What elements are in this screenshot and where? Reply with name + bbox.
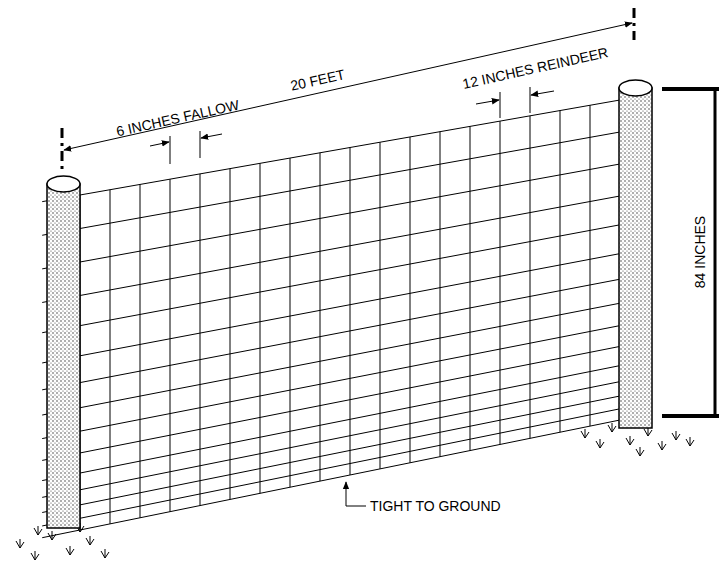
- grass-tuft: [66, 546, 74, 555]
- fallow-spacing-arrows: [150, 131, 222, 164]
- grass-tuft: [31, 551, 39, 560]
- horizontal-wire: [42, 342, 642, 460]
- grass-tuft: [596, 439, 604, 448]
- horizontal-wire: [42, 391, 642, 512]
- grass-tuft: [16, 539, 24, 548]
- ground-leader: [346, 482, 366, 506]
- horizontal-wire: [42, 249, 642, 363]
- length-dimension: [62, 8, 634, 170]
- horizontal-wire: [42, 192, 642, 303]
- fallow-spacing-label: 6 INCHES FALLOW: [115, 98, 240, 139]
- horizontal-wire: [42, 377, 642, 497]
- vertical-wire: [590, 105, 591, 426]
- horizontal-wire: [42, 275, 642, 390]
- horizontal-wire: [42, 128, 642, 235]
- vertical-wire: [140, 184, 141, 517]
- vertical-wire: [470, 126, 471, 450]
- vertical-wire: [500, 121, 501, 444]
- vertical-wire: [320, 153, 321, 481]
- vertical-wire: [530, 116, 531, 439]
- grass-tuft: [48, 531, 56, 540]
- vertical-wire: [200, 174, 201, 506]
- grass-tuft: [636, 447, 644, 456]
- grass-tuft: [101, 549, 109, 558]
- vertical-wire: [170, 179, 171, 512]
- right-post: [619, 80, 652, 428]
- grass-tuft: [686, 437, 694, 446]
- vertical-wire: [560, 111, 561, 433]
- horizontal-wire: [42, 96, 642, 202]
- vertical-wire: [350, 148, 351, 476]
- horizontal-wire: [42, 299, 642, 415]
- vertical-wire: [110, 190, 111, 524]
- reindeer-spacing-arrows: [476, 87, 554, 118]
- height-label: 84 INCHES: [693, 216, 707, 288]
- vertical-wire: [380, 142, 381, 469]
- vertical-wire: [230, 169, 231, 500]
- horizontal-wire: [42, 160, 642, 269]
- left-post: [47, 176, 80, 528]
- grass-tuft: [581, 429, 589, 438]
- horizontal-wire: [42, 361, 642, 480]
- grass-tuft: [658, 441, 666, 450]
- grass-tuft: [672, 431, 680, 440]
- grass-tufts: [16, 423, 694, 560]
- vertical-wire: [260, 163, 261, 493]
- vertical-wire: [410, 137, 411, 463]
- grass-tuft: [34, 526, 42, 535]
- horizontal-wire: [42, 404, 642, 526]
- horizontal-wire: [42, 415, 642, 537]
- wire-mesh: [42, 96, 642, 538]
- vertical-wire: [440, 132, 441, 457]
- height-dimension: [662, 89, 719, 416]
- grass-tuft: [608, 423, 616, 432]
- ground-label: TIGHT TO GROUND: [370, 499, 501, 513]
- grass-tuft: [626, 436, 634, 445]
- reindeer-spacing-label: 12 INCHES REINDEER: [461, 45, 609, 91]
- vertical-wire: [290, 158, 291, 487]
- grass-tuft: [86, 536, 94, 545]
